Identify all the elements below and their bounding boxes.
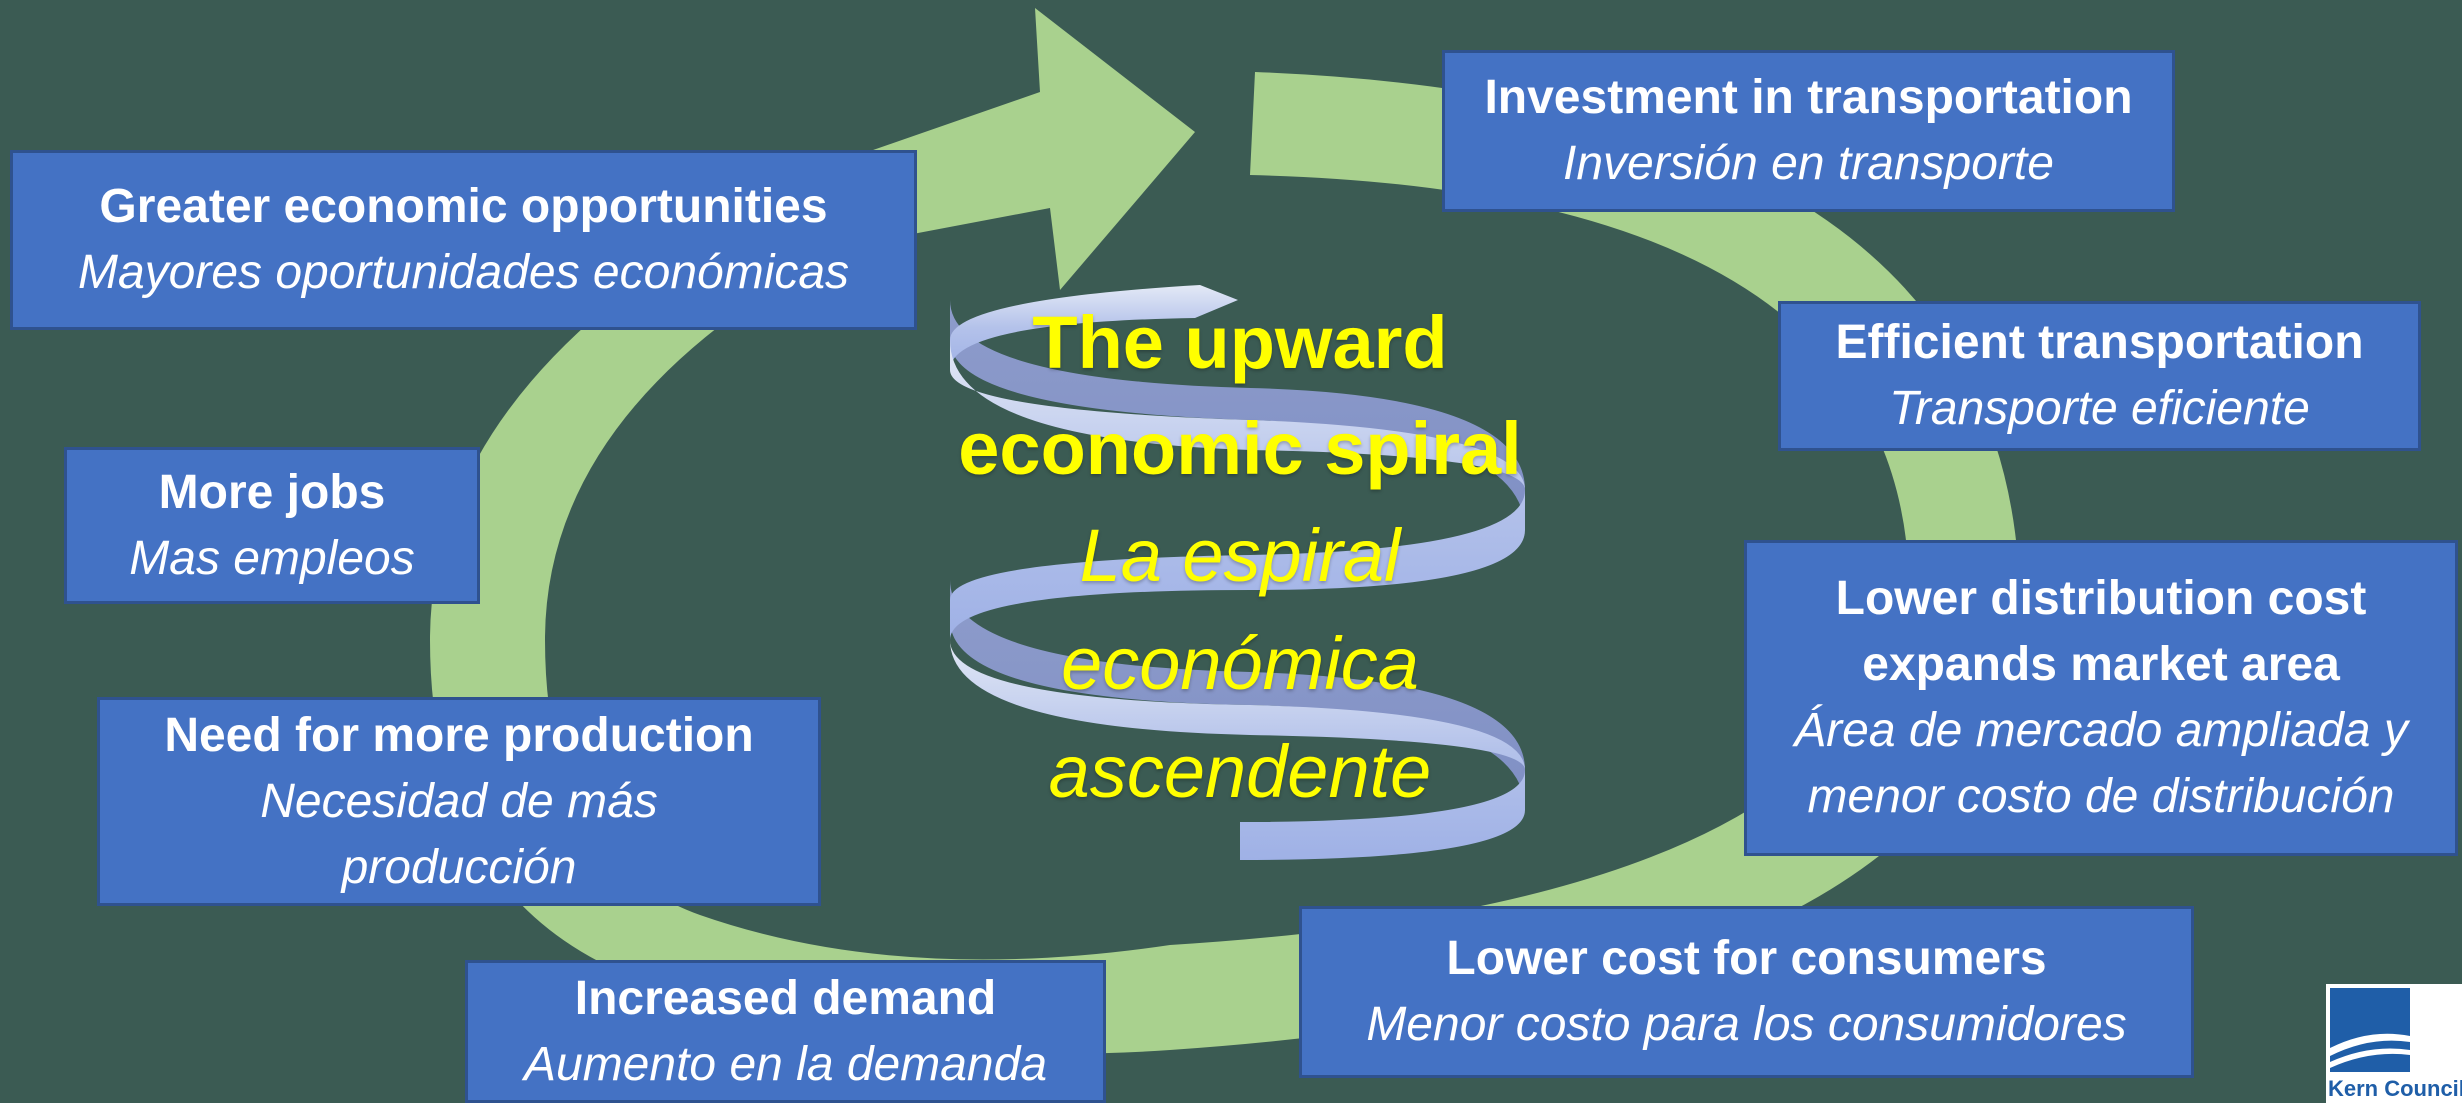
step-label-es-line1: Área de mercado ampliada y — [1794, 704, 2408, 757]
step-label-es: Inversión en transporte — [1563, 137, 2054, 190]
step-label-es-line1: Necesidad de más — [260, 774, 658, 828]
step-label-en: Greater economic opportunities — [99, 180, 828, 233]
step-label-en-line1: Lower distribution cost — [1835, 572, 2367, 625]
step-label-es: Aumento en la demanda — [523, 1037, 1048, 1091]
center-title: The upward economic spiral La espiral ec… — [920, 290, 1560, 826]
step-label-en: More jobs — [158, 465, 386, 519]
spiral-ribbon — [950, 285, 1525, 860]
step-efficient-transportation: Efficient transportation Transporte efic… — [1778, 301, 2421, 451]
step-label-es: Mayores oportunidades económicas — [77, 246, 850, 299]
step-label-en: Efficient transportation — [1835, 316, 2364, 369]
title-en-line2: economic spiral — [958, 407, 1522, 490]
step-label-es: Transporte eficiente — [1889, 382, 2310, 435]
step-label-es-line2: producción — [341, 840, 577, 894]
step-need-for-more-production: Need for more production Necesidad de má… — [97, 697, 821, 906]
step-greater-economic-opportunities: Greater economic opportunities Mayores o… — [10, 150, 917, 330]
step-label-en: Increased demand — [574, 971, 997, 1025]
step-more-jobs: More jobs Mas empleos — [64, 447, 480, 604]
step-label-es-line2: menor costo de distribución — [1807, 770, 2395, 823]
cycle-ring — [430, 72, 2019, 1054]
cycle-arrowhead — [830, 8, 1195, 290]
step-label-en: Investment in transportation — [1484, 71, 2133, 124]
logo-mark-icon — [2330, 988, 2410, 1072]
title-es-line2: económica — [1061, 622, 1419, 705]
step-lower-distribution-cost: Lower distribution cost expands market a… — [1744, 540, 2458, 856]
step-label-es: Menor costo para los consumidores — [1366, 998, 2127, 1051]
step-label-en-line2: expands market area — [1862, 638, 2340, 691]
logo-text: Kern Council — [2328, 1076, 2462, 1101]
kern-council-logo: Kern Council — [2326, 984, 2462, 1103]
step-lower-cost-for-consumers: Lower cost for consumers Menor costo par… — [1299, 906, 2194, 1078]
title-en-line1: The upward — [1032, 301, 1448, 384]
step-label-en: Need for more production — [164, 708, 754, 762]
step-increased-demand: Increased demand Aumento en la demanda — [465, 960, 1106, 1103]
step-label-en: Lower cost for consumers — [1446, 932, 2047, 985]
step-label-es: Mas empleos — [129, 531, 415, 585]
title-es-line1: La espiral — [1079, 514, 1401, 597]
title-es-line3: ascendente — [1048, 730, 1432, 813]
step-investment-in-transportation: Investment in transportation Inversión e… — [1442, 50, 2175, 212]
